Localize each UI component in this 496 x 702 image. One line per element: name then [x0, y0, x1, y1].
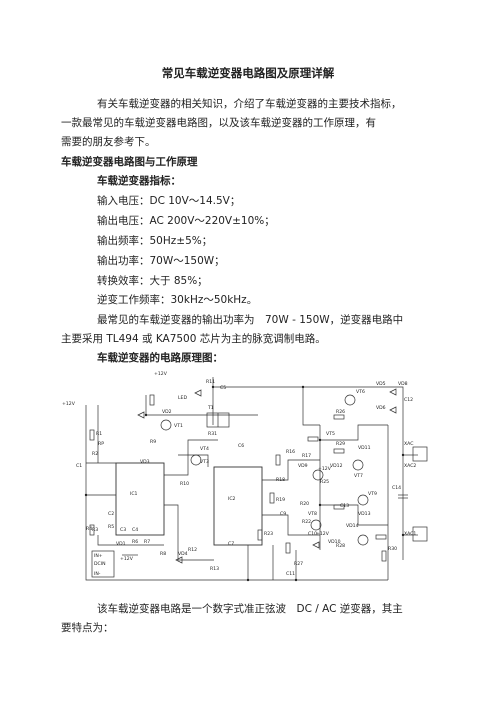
label-vt4: VT4 [200, 446, 209, 452]
label-vd2: VD2 [162, 409, 172, 415]
spec-item: 逆变工作频率：30kHz～50kHz。 [97, 294, 258, 306]
label-vt7: VT7 [354, 473, 363, 479]
label-vd9: VD9 [298, 463, 308, 469]
label-r18: R18 [276, 477, 285, 483]
label-r12: R12 [188, 547, 197, 553]
label-c11: C11 [286, 571, 295, 577]
footer-line-2: 要特点为： [61, 622, 114, 634]
intro-line-3: 需要的朋友参考下。 [61, 136, 156, 148]
label-r17: R17 [302, 453, 311, 459]
label-xac2: XAC2 [404, 463, 416, 469]
power-text-line-2: 主要采用 TL494 或 KA7500 芯片为主的脉宽调制电路。 [61, 333, 326, 345]
label-r11: R11 [206, 379, 215, 385]
label-vd8: VD8 [398, 381, 408, 387]
label-r27: R27 [294, 561, 303, 567]
label-r13: R13 [210, 566, 219, 572]
label-in: IN+ [94, 553, 103, 559]
label-vd3: VD3 [140, 459, 150, 465]
label-r19: R19 [276, 497, 285, 503]
label-vt5: VT5 [326, 431, 335, 437]
label-xac1: XAC1 [404, 531, 416, 537]
spec-item: 转换效率：大于 85%； [97, 275, 208, 287]
label-c9: C9 [280, 511, 286, 517]
spec-item: 输出频率：50Hz±5%； [97, 235, 213, 247]
label-vt3: VT3 [200, 459, 209, 465]
label-c13: C13 [340, 503, 349, 509]
label-v12b: +12V [62, 401, 76, 407]
label-vd1: VD1 [116, 541, 126, 547]
label-r30: R30 [388, 546, 397, 552]
label-xac: XAC [404, 441, 413, 447]
power-text-line-1: 最常见的车载逆变器的输出功率为 70W - 150W，逆变器电路中 [97, 314, 404, 326]
footer-line-1: 该车载逆变器电路是一个数字式准正弦波 DC / AC 逆变器，其主 [97, 603, 403, 615]
label-vt9: VT9 [368, 491, 377, 497]
label-r22: R22 [302, 519, 311, 525]
label-inm: IN- [94, 571, 101, 577]
spec-item: 输出电压：AC 200V～220V±10%； [97, 215, 275, 227]
page-title: 常见车载逆变器电路图及原理详解 [161, 66, 335, 80]
label-vd10: VD10 [328, 539, 341, 545]
label-c14: C14 [392, 485, 401, 491]
label-v12c: +12V [318, 466, 332, 472]
label-r5: R5 [108, 524, 114, 530]
label-vt8: VT8 [308, 511, 317, 517]
label-vd5: VD5 [376, 381, 386, 387]
label-c2: C2 [108, 511, 114, 517]
label-vt6: VT6 [356, 389, 365, 395]
label-v12a: +12V [154, 371, 168, 377]
label-v12d: +12V [316, 531, 330, 537]
label-r20: R20 [300, 501, 309, 507]
label-c3: C3 [120, 527, 126, 533]
label-c7: C7 [228, 541, 234, 547]
label-rp: RP [98, 441, 104, 447]
label-vd4: VD4 [178, 551, 188, 557]
label-r23: R23 [264, 531, 273, 537]
label-v12e: +12V [120, 556, 134, 562]
label-led: LED [178, 395, 187, 401]
label-r8: R8 [160, 551, 166, 557]
intro-line-2: 一款最常见的车载逆变器电路图，以及该车载逆变器的工作原理，有 [61, 117, 376, 129]
label-r2: R2 [92, 451, 98, 457]
label-ic2: IC2 [228, 496, 236, 502]
label-r7: R7 [144, 539, 150, 545]
label-vd6: VD6 [376, 405, 386, 411]
diagram-heading: 车载逆变器的电路原理图： [97, 352, 223, 364]
label-r28: R28 [336, 543, 345, 549]
label-vd14: VD14 [346, 523, 359, 529]
label-r25: R25 [320, 479, 329, 485]
label-ic1: IC1 [130, 491, 138, 497]
label-r4: R4 [86, 526, 92, 532]
circuit-diagram: +12V +12V +12V +12V +12V R11 C5 VD5 VD8 … [62, 371, 428, 582]
label-r9: R9 [150, 439, 156, 445]
label-t1: T1 [207, 405, 214, 411]
intro-line-1: 有关车载逆变器的相关知识，介绍了车载逆变器的主要技术指标， [97, 98, 402, 110]
label-r6: R6 [132, 539, 138, 545]
label-dcin: DCIN [94, 561, 106, 567]
label-r10: R10 [180, 481, 189, 487]
label-r3: R3 [92, 527, 98, 533]
label-r26: R26 [336, 409, 345, 415]
label-r1: R1 [96, 431, 102, 437]
label-c10: C10 [308, 531, 317, 537]
label-r29: R29 [336, 441, 345, 447]
label-c4: C4 [132, 527, 138, 533]
label-r31: R31 [208, 431, 217, 437]
label-c5: C5 [220, 385, 226, 391]
label-vd12: VD12 [330, 463, 343, 469]
spec-item: 输入电压：DC 10V～14.5V； [97, 195, 241, 207]
spec-heading: 车载逆变器指标： [97, 175, 181, 187]
label-vd13: VD13 [358, 511, 371, 517]
spec-item: 输出功率：70W～150W； [97, 255, 225, 267]
label-c12: C12 [404, 397, 413, 403]
label-r16: R16 [286, 449, 295, 455]
label-vt1: VT1 [174, 423, 183, 429]
label-c6: C6 [238, 443, 244, 449]
label-vd11: VD11 [358, 445, 371, 451]
label-c1: C1 [76, 463, 82, 469]
section-heading: 车载逆变器电路图与工作原理 [61, 156, 198, 168]
